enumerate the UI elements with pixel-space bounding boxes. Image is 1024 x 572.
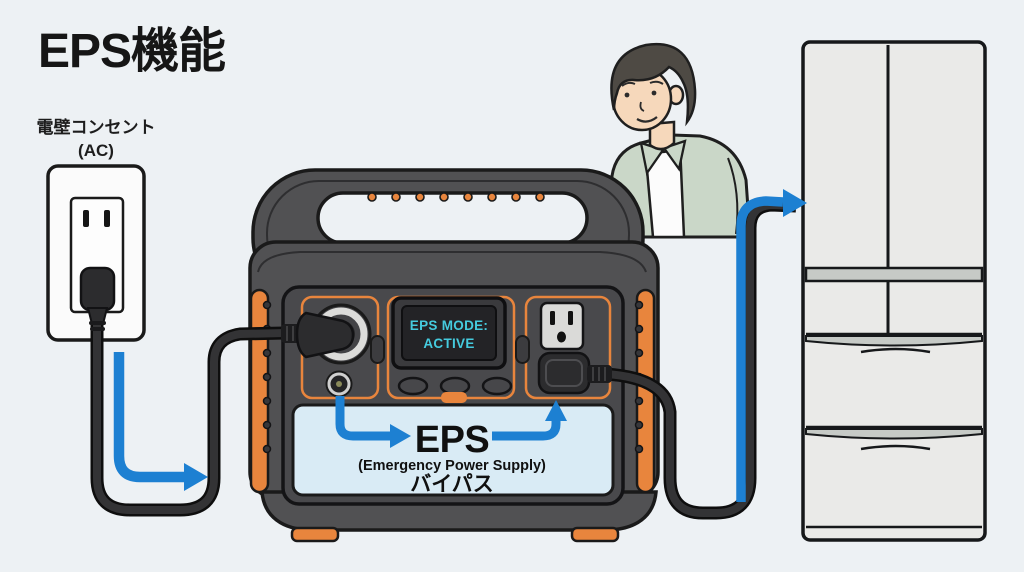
eyebrow-right (649, 80, 664, 85)
person-neck (648, 120, 676, 151)
flow-arrow-wall-to-station (113, 352, 208, 491)
eye-right (651, 90, 657, 96)
display-line-1: EPS MODE: (410, 318, 488, 333)
cable-core (605, 200, 797, 517)
dc-port-icon (325, 370, 353, 398)
refrigerator-icon (801, 40, 987, 542)
outlet-slot-right (104, 210, 110, 227)
eyebrow-left (621, 81, 636, 87)
eps-label-panel: EPS (Emergency Power Supply) バイパス (291, 403, 615, 497)
eps-heading: EPS (415, 419, 490, 461)
station-button-2[interactable] (439, 376, 471, 396)
mouth-smile (636, 116, 658, 123)
fridge-bar-1 (804, 266, 984, 283)
station-handle-cutout (316, 191, 589, 245)
eps-mode-label: バイパス (410, 473, 494, 496)
cable-core (93, 322, 286, 514)
input-power-cable (79, 266, 355, 517)
handle-grip-bumps (367, 192, 545, 202)
station-foot-left (290, 526, 340, 543)
person-hair (610, 42, 697, 127)
orange-indicator-tab (441, 392, 467, 403)
power-station-icon: EPS MODE: ACTIVE EPS (Emergency Power Su… (248, 168, 660, 543)
eye-left (624, 92, 630, 98)
flow-arrow-eps-to-output (492, 400, 567, 441)
flow-arrow-station-to-fridge (736, 189, 807, 502)
wall-outlet-label: 電壁コンセント (37, 117, 156, 137)
person-icon (607, 42, 752, 239)
fridge-bar-3 (805, 428, 983, 440)
side-strip-left (249, 288, 270, 494)
side-strip-notches (262, 300, 644, 454)
station-foot-right (570, 526, 620, 543)
station-shoulder-line (257, 251, 647, 273)
station-output-plug-icon (537, 351, 612, 395)
station-ac-outlet-icon (539, 301, 585, 351)
fridge-handle-2 (860, 444, 931, 451)
station-button-3[interactable] (481, 376, 513, 396)
output-power-cable (537, 198, 797, 520)
fridge-handle-1 (860, 347, 931, 354)
eps-subheading: (Emergency Power Supply) (358, 458, 546, 474)
status-display: EPS MODE: ACTIVE (391, 296, 507, 370)
panel-separator-pill-1 (370, 335, 385, 364)
fridge-bar-2 (805, 335, 983, 347)
outlet-slot-left (83, 210, 89, 227)
display-line-2: ACTIVE (423, 336, 474, 351)
page-title: EPS機能 (38, 25, 226, 78)
station-button-1[interactable] (397, 376, 429, 396)
station-buttons[interactable] (397, 376, 513, 396)
wall-outlet-sublabel: (AC) (78, 141, 114, 160)
panel-separator-pill-2 (515, 335, 530, 364)
fridge-body (801, 40, 987, 542)
station-input-plug-icon (281, 311, 355, 359)
wall-plug-icon (79, 266, 116, 331)
flow-arrow-input-to-eps (335, 396, 411, 448)
nose (639, 101, 645, 112)
